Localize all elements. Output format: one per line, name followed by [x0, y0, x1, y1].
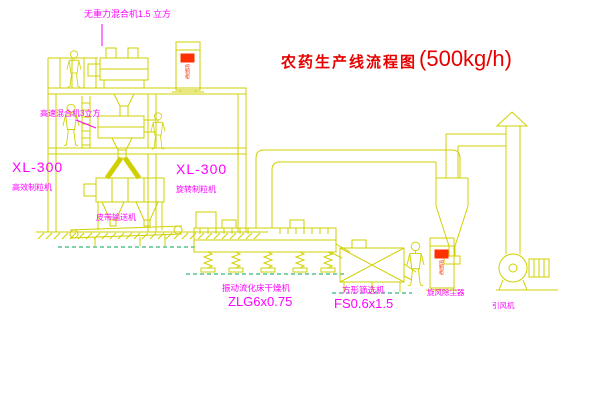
gravity-mixer-drawing [87, 47, 149, 117]
square-sieve-drawing [332, 239, 417, 294]
cabinet-label-top: 控制柜 [184, 64, 190, 79]
control-cabinet-top-drawing [172, 41, 204, 93]
workers [62, 50, 425, 287]
label-fan: 引风机 [492, 301, 515, 310]
high-speed-mixer-drawing [97, 115, 157, 180]
rain-cap [495, 111, 529, 127]
stack-fan-drawing [445, 111, 558, 291]
cyclone-drawing [435, 177, 469, 265]
title-text: 农药生产线流程图 [281, 54, 418, 71]
control-cabinet-right-drawing [426, 237, 458, 291]
diagram-title: 农药生产线流程图 (500kg/h) [281, 46, 512, 72]
label-center-granulator-name: 旋转制粒机 [176, 185, 216, 194]
label-belt-conveyor: 皮带输送机 [96, 213, 136, 222]
label-high-speed-mixer: 高速混合机3立方 [40, 109, 101, 118]
label-cyclone: 旋风除尘器 [427, 288, 465, 297]
fan-scroll [498, 253, 528, 283]
label-gravity-mixer: 无重力混合机1.5 立方 [84, 9, 172, 19]
label-left-granulator-name: 高效制粒机 [12, 183, 52, 192]
cabinet-label-right: 控制柜 [438, 260, 444, 275]
person-icon [66, 50, 82, 88]
leader-lines [75, 24, 103, 129]
label-center-granulator-model: XL-300 [176, 161, 228, 177]
granulator-drawing [83, 177, 165, 230]
label-sieve-model: FS0.6x1.5 [334, 296, 394, 311]
title-capacity: (500kg/h) [419, 46, 512, 71]
belt-conveyor-drawing [58, 225, 196, 248]
ladder [81, 96, 91, 148]
fluid-bed-dryer-drawing [186, 211, 351, 275]
label-left-granulator-model: XL-300 [12, 159, 64, 175]
person-icon [150, 112, 166, 150]
label-dryer-name: 振动流化床干燥机 [222, 283, 291, 293]
exhaust-duct-drawing [255, 149, 461, 228]
building-structure-drawing [36, 57, 268, 240]
label-sieve-name: 方形筛选机 [342, 285, 385, 295]
label-dryer-model: ZLG6x0.75 [228, 294, 293, 309]
